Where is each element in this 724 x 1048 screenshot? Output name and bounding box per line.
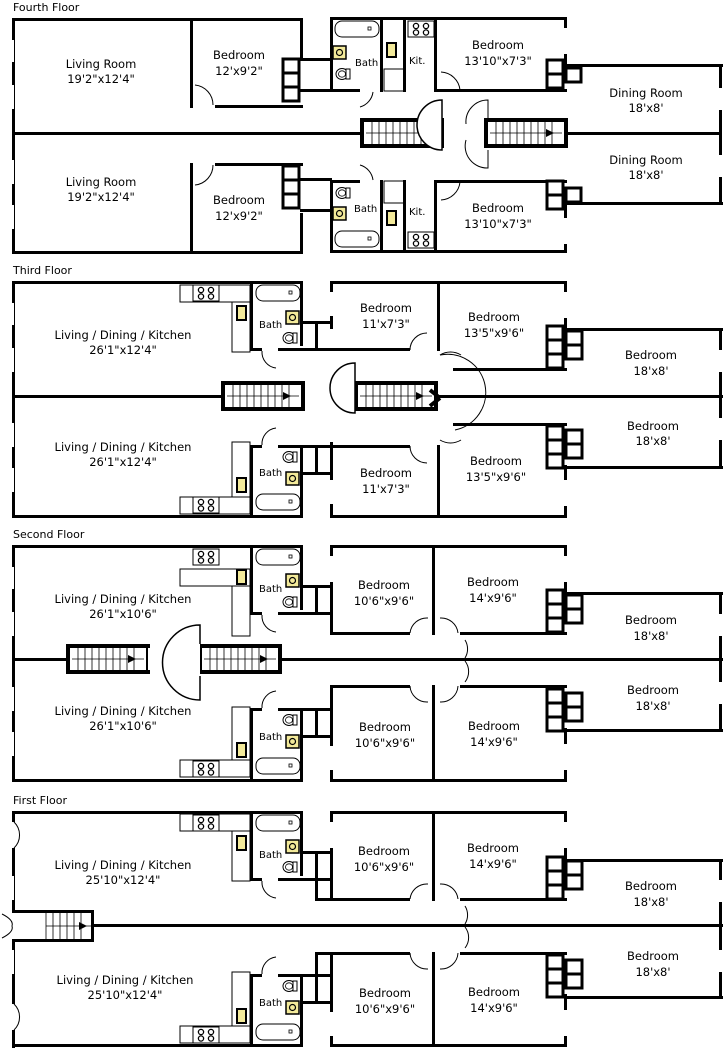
room-name: Bath [259,468,282,479]
room-name: Living / Dining / Kitchen [55,704,192,718]
room-name: Living / Dining / Kitchen [55,858,192,872]
room-name: Bedroom [467,575,519,589]
room-size: 25'10"x12'4" [88,988,163,1002]
room-size: 18'x8' [633,895,668,909]
room-size: 13'5"x9'6" [466,470,526,484]
room-size: 12'x9'2" [215,209,263,223]
room-name: Living / Dining / Kitchen [55,328,192,342]
room-size: 26'1"x12'4" [89,455,157,469]
room-size: 26'1"x10'6" [89,607,157,621]
room-size: 26'1"x12'4" [89,343,157,357]
room-name: Bedroom [627,419,679,433]
room-size: 14'x9'6" [470,735,518,749]
fourth-floor [11,17,723,254]
room-size: 19'2"x12'4" [67,190,135,204]
room-name: Bedroom [359,720,411,734]
room-name: Dining Room [609,153,683,167]
room-name: Living Room [66,175,137,189]
room-name: Bedroom [358,578,410,592]
floor-title: Fourth Floor [13,1,80,14]
room-name: Bedroom [213,48,265,62]
room-name: Bath [259,850,282,861]
room-name: Bedroom [359,986,411,1000]
room-size: 13'10"x7'3" [464,54,532,68]
room-size: 13'5"x9'6" [464,326,524,340]
room-name: Bedroom [468,310,520,324]
room-name: Living / Dining / Kitchen [57,973,194,987]
room-size: 10'6"x9'6" [354,594,414,608]
room-name: Bedroom [358,844,410,858]
room-size: 18'x8' [628,101,663,115]
room-name: Bath [355,58,378,69]
room-size: 18'x8' [628,168,663,182]
room-name: Bedroom [625,879,677,893]
room-name: Bath [259,584,282,595]
room-name: Bedroom [472,38,524,52]
room-name: Living Room [66,57,137,71]
room-size: 10'6"x9'6" [354,860,414,874]
room-size: 11'x7'3" [362,317,410,331]
room-name: Kit. [409,207,425,218]
room-name: Bedroom [468,719,520,733]
room-name: Bath [259,998,282,1009]
room-name: Bath [259,732,282,743]
second-floor [11,545,723,782]
room-size: 18'x8' [633,364,668,378]
floor-title: First Floor [13,794,67,807]
room-name: Bedroom [468,985,520,999]
room-size: 18'x8' [635,965,670,979]
room-size: 10'6"x9'6" [355,736,415,750]
room-name: Bedroom [625,613,677,627]
room-name: Living / Dining / Kitchen [55,592,192,606]
room-name: Bedroom [213,193,265,207]
room-name: Bedroom [627,949,679,963]
first-floor [1,811,723,1048]
room-name: Bedroom [472,201,524,215]
room-name: Bedroom [627,683,679,697]
room-size: 18'x8' [635,434,670,448]
room-name: Kit. [409,56,425,67]
room-size: 14'x9'6" [470,1001,518,1015]
room-name: Bedroom [360,466,412,480]
room-size: 12'x9'2" [215,64,263,78]
room-name: Dining Room [609,86,683,100]
room-size: 10'6"x9'6" [355,1002,415,1016]
floor-title: Second Floor [13,528,85,541]
room-size: 25'10"x12'4" [86,873,161,887]
room-name: Bath [259,320,282,331]
room-name: Living / Dining / Kitchen [55,440,192,454]
room-name: Bath [354,204,377,215]
room-name: Bedroom [360,301,412,315]
room-name: Bedroom [467,841,519,855]
room-size: 18'x8' [635,699,670,713]
room-size: 19'2"x12'4" [67,72,135,86]
room-size: 14'x9'6" [469,591,517,605]
room-size: 14'x9'6" [469,857,517,871]
room-size: 18'x8' [633,629,668,643]
third-floor [11,281,723,518]
room-size: 26'1"x10'6" [89,719,157,733]
room-name: Bedroom [470,454,522,468]
room-size: 13'10"x7'3" [464,217,532,231]
floor-title: Third Floor [12,264,72,277]
room-name: Bedroom [625,348,677,362]
room-size: 11'x7'3" [362,482,410,496]
